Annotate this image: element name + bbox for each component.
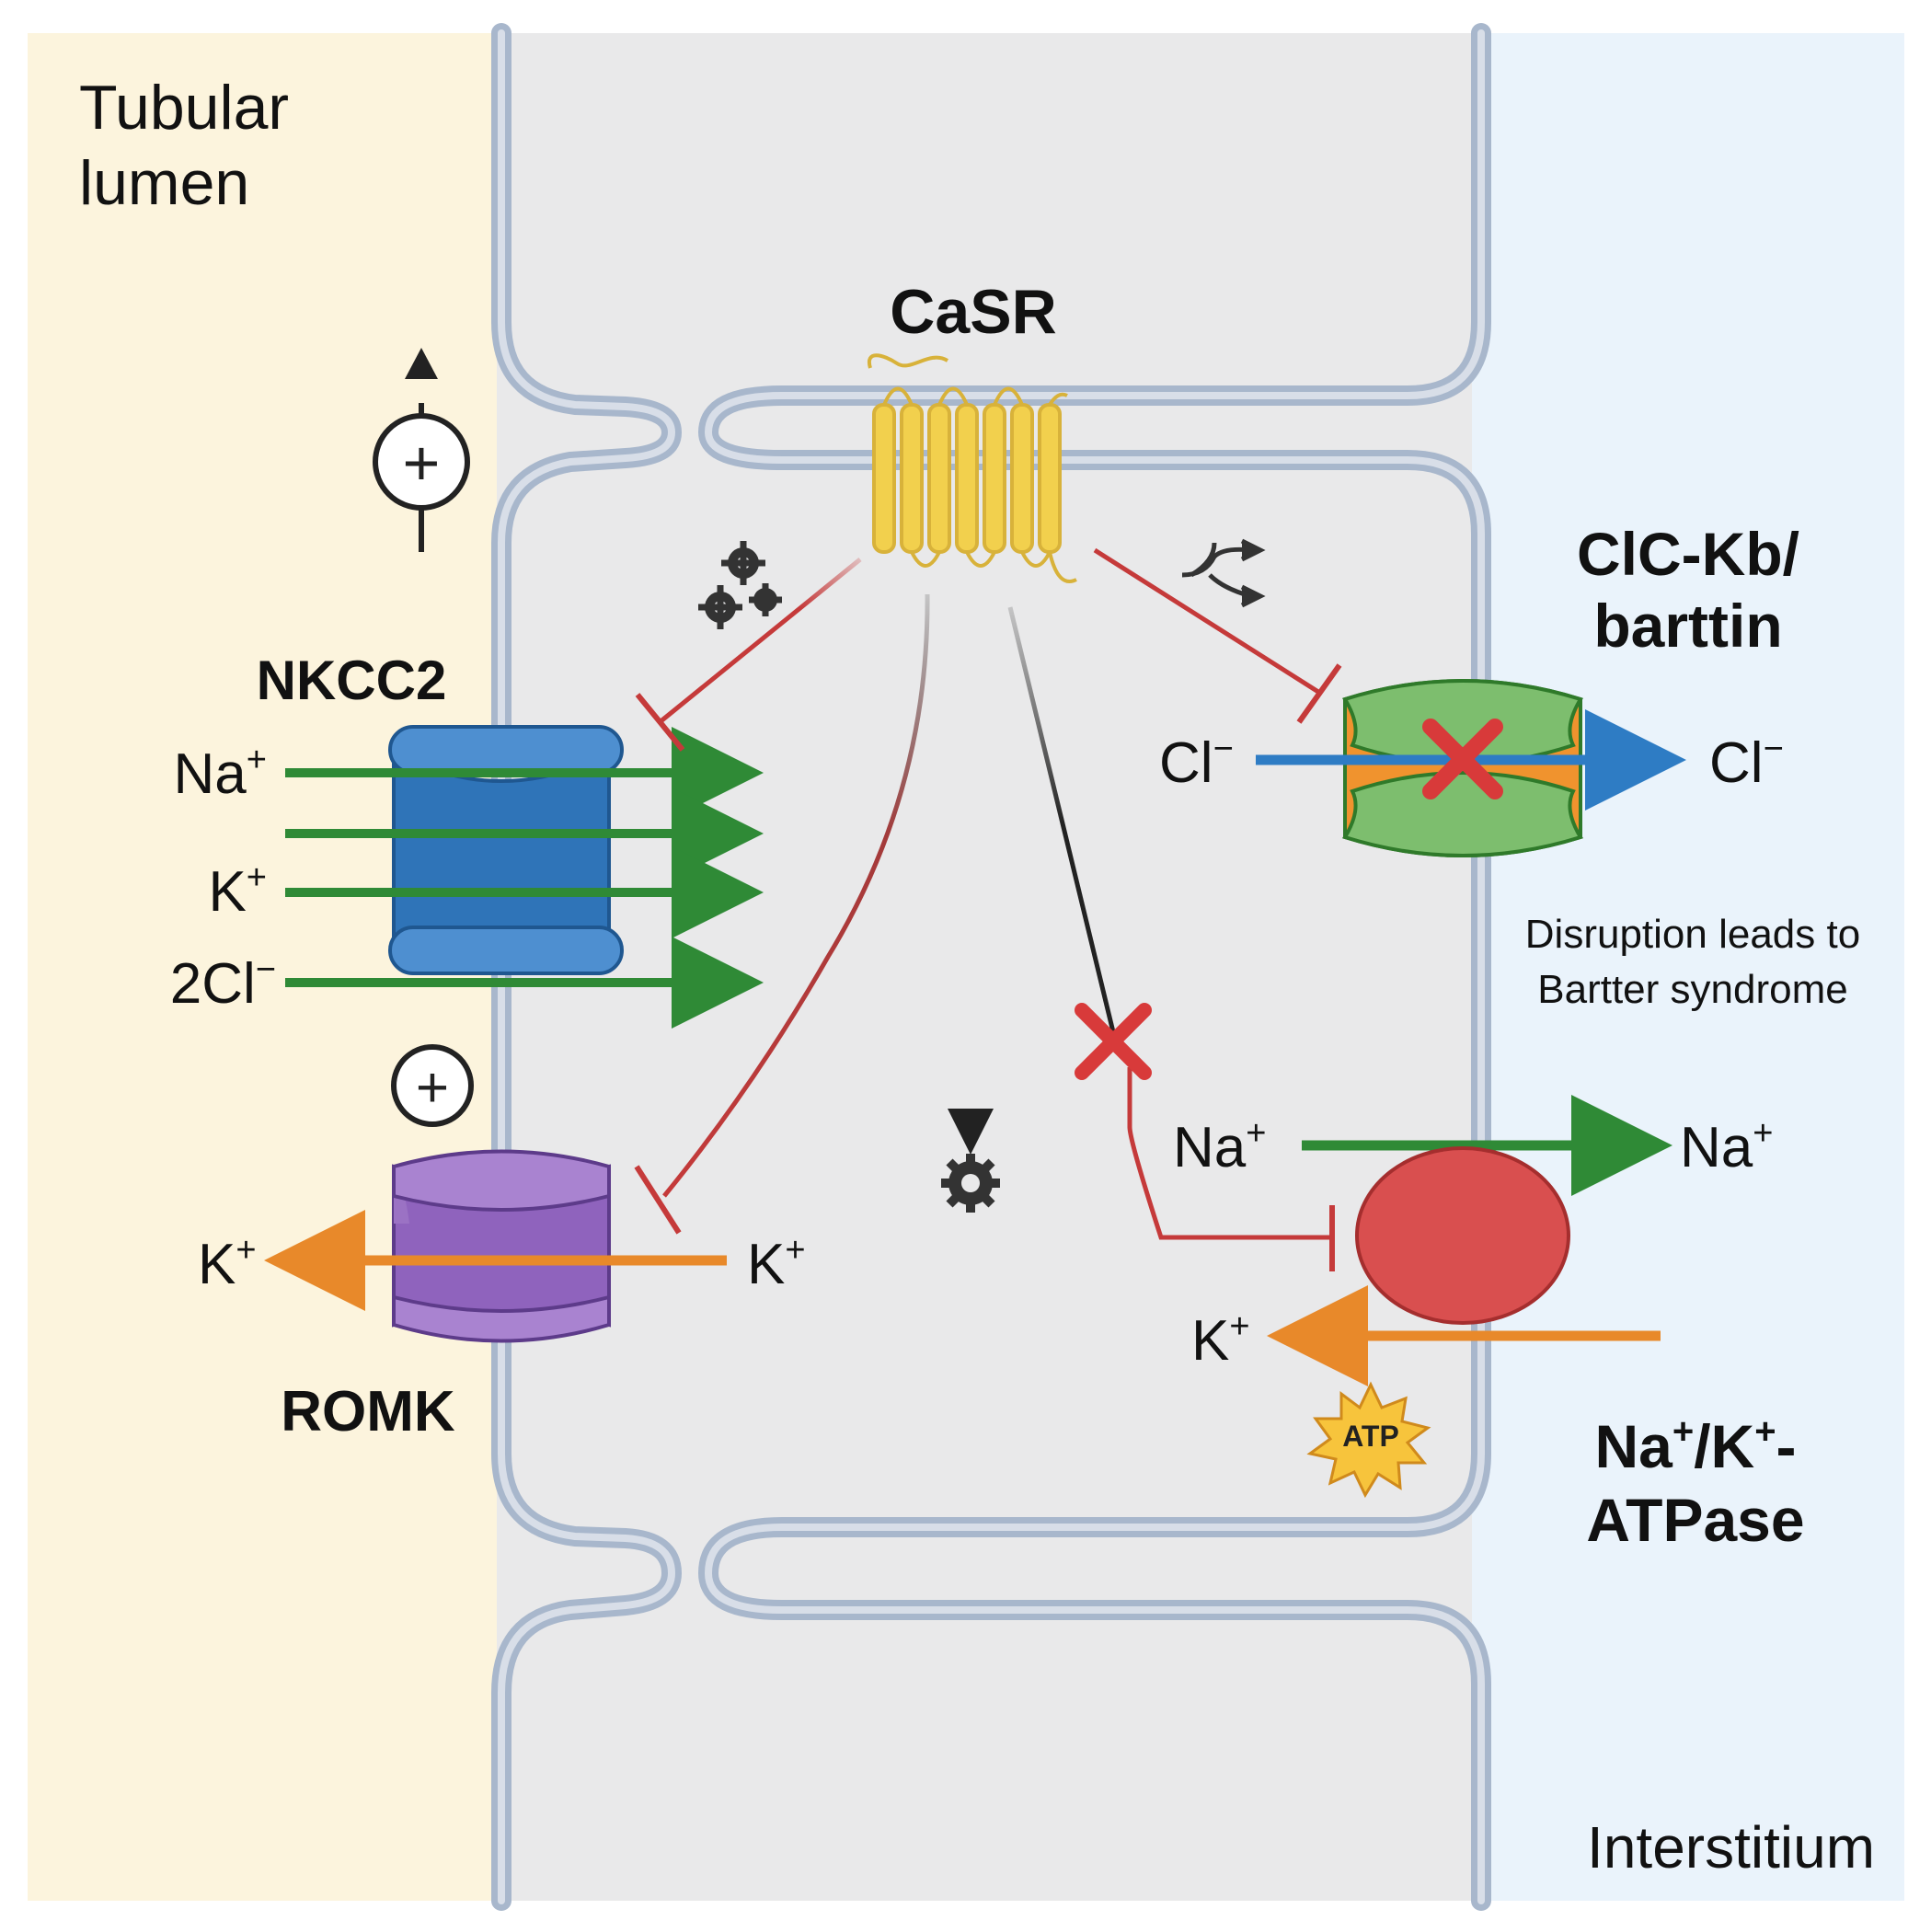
- atpase-na-in: Na+: [1173, 1114, 1266, 1179]
- nkcc2-ion-na: Na+: [174, 741, 267, 806]
- clc-label-line1: ClC-Kb/: [1577, 520, 1799, 588]
- stimulation-plus-romk: +: [391, 1044, 474, 1127]
- atpase-na-out: Na+: [1680, 1114, 1773, 1179]
- inhibit-romk: [634, 593, 930, 1235]
- atpase-label-line1: Na+/K+-: [1594, 1411, 1796, 1480]
- casr-label: CaSR: [890, 277, 1056, 347]
- atp-burst-icon: ATP: [1306, 1381, 1431, 1499]
- cross-icon: [1422, 719, 1503, 799]
- clc-ion-in: Cl−: [1159, 730, 1234, 795]
- gear-icon: [941, 1154, 1000, 1213]
- inhibit-clc: [1093, 547, 1342, 724]
- atp-label: ATP: [1342, 1420, 1399, 1453]
- romk-ion-out: K+: [198, 1231, 257, 1296]
- romk-label: ROMK: [281, 1380, 455, 1443]
- nkcc2-transporter: [388, 725, 624, 975]
- romk-channel: [392, 1149, 611, 1343]
- atpase-pump: [1355, 1146, 1570, 1325]
- atpase-label-line2: ATPase: [1586, 1486, 1804, 1554]
- interstitium-label: Interstitium: [1587, 1814, 1875, 1880]
- clc-ion-out: Cl−: [1709, 730, 1784, 795]
- lumen-label-line1: Tubular: [79, 73, 289, 143]
- bartter-note-line2: Bartter syndrome: [1537, 967, 1847, 1012]
- interstitium-region: [1454, 33, 1904, 1901]
- lumen-label-line2: lumen: [79, 148, 249, 218]
- gears-icon: [698, 541, 782, 629]
- nkcc2-flow-arrows: [285, 727, 764, 1029]
- nkcc2-label: NKCC2: [257, 650, 447, 711]
- bartter-note-line1: Disruption leads to: [1525, 912, 1860, 957]
- plus-circle-icon: [391, 1044, 474, 1127]
- casr-receptor: [867, 353, 1077, 583]
- atpase-k-in: K+: [1191, 1307, 1250, 1373]
- branching-arrows-icon: [1181, 538, 1266, 608]
- cross-icon: [1075, 1003, 1152, 1080]
- stimulation-plus-top: +: [373, 348, 470, 552]
- plus-circle-icon: [373, 413, 470, 511]
- nkcc2-ion-cl: 2Cl−: [170, 950, 276, 1016]
- romk-ion-in: K+: [747, 1231, 806, 1296]
- inhibit-nkcc2: [635, 558, 862, 752]
- inhibit-atpase: [1007, 606, 1335, 1271]
- nkcc2-ion-k: K+: [208, 858, 267, 924]
- clc-label-line2: barttin: [1593, 592, 1782, 660]
- svg-text:+: +: [416, 1056, 449, 1120]
- svg-text:+: +: [403, 427, 441, 499]
